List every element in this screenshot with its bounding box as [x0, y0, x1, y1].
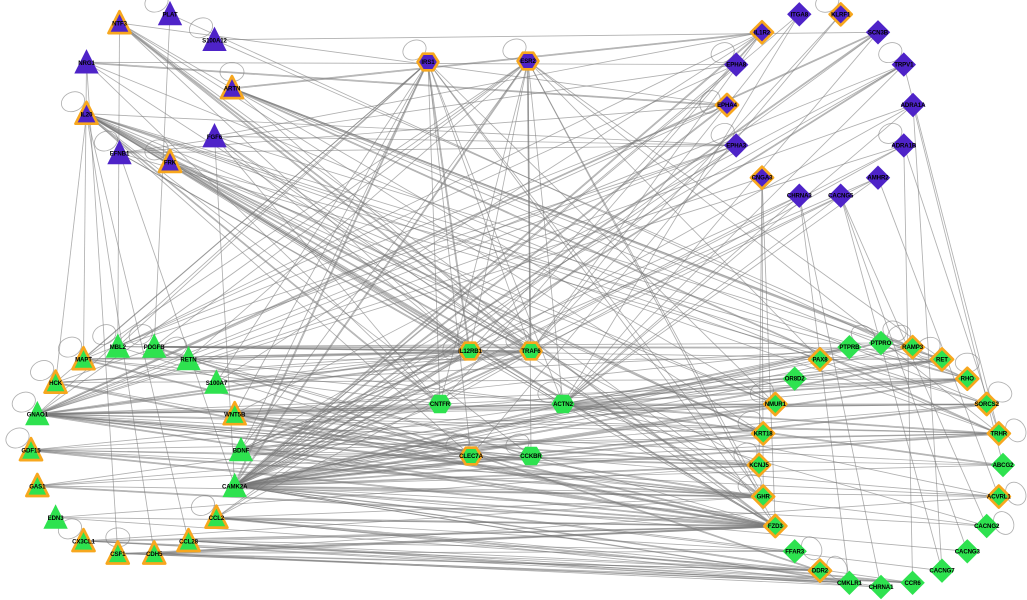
svg-text:ACTN2: ACTN2: [553, 401, 574, 408]
svg-text:TRAF6: TRAF6: [521, 348, 541, 355]
svg-text:CMKLR1: CMKLR1: [837, 580, 863, 587]
svg-text:CSF1: CSF1: [110, 551, 126, 558]
svg-text:PTPRO: PTPRO: [871, 340, 892, 347]
svg-text:RHO: RHO: [961, 376, 975, 383]
svg-text:MBL2: MBL2: [110, 344, 127, 351]
svg-text:HCK: HCK: [49, 380, 63, 387]
svg-text:CACNG7: CACNG7: [929, 568, 955, 575]
svg-text:IL12RB1: IL12RB1: [458, 348, 482, 355]
svg-text:OR8D2: OR8D2: [785, 376, 806, 383]
svg-text:ESR2: ESR2: [520, 58, 536, 65]
svg-text:FRK: FRK: [164, 160, 177, 167]
svg-text:BDNF: BDNF: [233, 448, 250, 455]
svg-text:CACNG2: CACNG2: [974, 523, 1000, 530]
svg-text:S100A7: S100A7: [206, 380, 228, 387]
svg-text:GDF15: GDF15: [21, 448, 41, 455]
svg-text:CAMK2A: CAMK2A: [222, 484, 248, 491]
svg-text:FZD3: FZD3: [768, 523, 784, 530]
svg-text:RET: RET: [936, 356, 948, 363]
svg-text:CNGA3: CNGA3: [752, 175, 774, 182]
svg-text:RAMP3: RAMP3: [902, 344, 924, 351]
svg-text:CX3CL1: CX3CL1: [72, 539, 95, 546]
svg-text:CHRNA3: CHRNA3: [787, 193, 813, 200]
svg-text:PTPRB: PTPRB: [839, 344, 860, 351]
svg-text:AMHR2: AMHR2: [867, 175, 889, 182]
svg-text:IL1R2: IL1R2: [754, 29, 771, 36]
svg-text:S100A12: S100A12: [202, 37, 227, 44]
svg-text:CLEC7A: CLEC7A: [459, 453, 483, 460]
svg-text:EPHA8: EPHA8: [726, 62, 747, 69]
svg-text:PLAT: PLAT: [162, 12, 177, 19]
svg-text:KRT18: KRT18: [754, 430, 774, 437]
svg-text:ADRA1A: ADRA1A: [901, 102, 926, 109]
svg-text:ITGA8: ITGA8: [791, 11, 809, 18]
svg-text:CCL2: CCL2: [209, 515, 225, 522]
svg-text:CNTFR: CNTFR: [430, 401, 451, 408]
svg-text:SCN3B: SCN3B: [868, 29, 889, 36]
svg-text:CCKBR: CCKBR: [520, 453, 542, 460]
svg-text:DDR2: DDR2: [812, 568, 829, 575]
svg-text:ACVRL1: ACVRL1: [987, 494, 1011, 501]
svg-text:CDH5: CDH5: [146, 551, 163, 558]
svg-text:NRG1: NRG1: [78, 60, 95, 67]
svg-text:TRPV1: TRPV1: [894, 62, 914, 69]
svg-text:SORCS2: SORCS2: [974, 401, 999, 408]
svg-text:ABCG2: ABCG2: [993, 462, 1015, 469]
svg-text:EFNB1: EFNB1: [110, 151, 130, 158]
svg-text:EDN3: EDN3: [48, 515, 65, 522]
svg-text:IRS1: IRS1: [421, 59, 435, 66]
svg-text:CACNG5: CACNG5: [828, 193, 854, 200]
svg-text:KLRF1: KLRF1: [831, 11, 851, 18]
svg-text:PDGFB: PDGFB: [144, 344, 166, 351]
svg-text:ARTN: ARTN: [224, 86, 241, 93]
svg-text:ADRA1B: ADRA1B: [891, 142, 916, 149]
svg-text:EPHA4: EPHA4: [717, 102, 738, 109]
svg-text:FFAR3: FFAR3: [785, 548, 805, 555]
svg-text:RETN: RETN: [180, 357, 196, 364]
svg-text:FGF6: FGF6: [207, 134, 223, 141]
svg-text:CACNG3: CACNG3: [955, 548, 981, 555]
svg-text:NMUR1: NMUR1: [765, 401, 787, 408]
svg-text:PAX8: PAX8: [812, 356, 828, 363]
svg-text:GAS1: GAS1: [29, 484, 46, 491]
svg-text:GHR: GHR: [757, 494, 771, 501]
svg-text:IL20: IL20: [81, 111, 94, 118]
svg-text:CCL28: CCL28: [179, 539, 199, 546]
svg-text:WNT5B: WNT5B: [224, 412, 246, 419]
svg-text:CHRNA1: CHRNA1: [869, 584, 895, 591]
svg-text:EPHA3: EPHA3: [726, 142, 747, 149]
svg-text:TRHR: TRHR: [991, 430, 1008, 437]
svg-text:CCR6: CCR6: [904, 580, 921, 587]
svg-text:NTF3: NTF3: [112, 21, 128, 28]
svg-text:GNAO1: GNAO1: [27, 412, 49, 419]
svg-text:KCNJ5: KCNJ5: [749, 462, 769, 469]
svg-text:MAPT: MAPT: [75, 357, 92, 364]
